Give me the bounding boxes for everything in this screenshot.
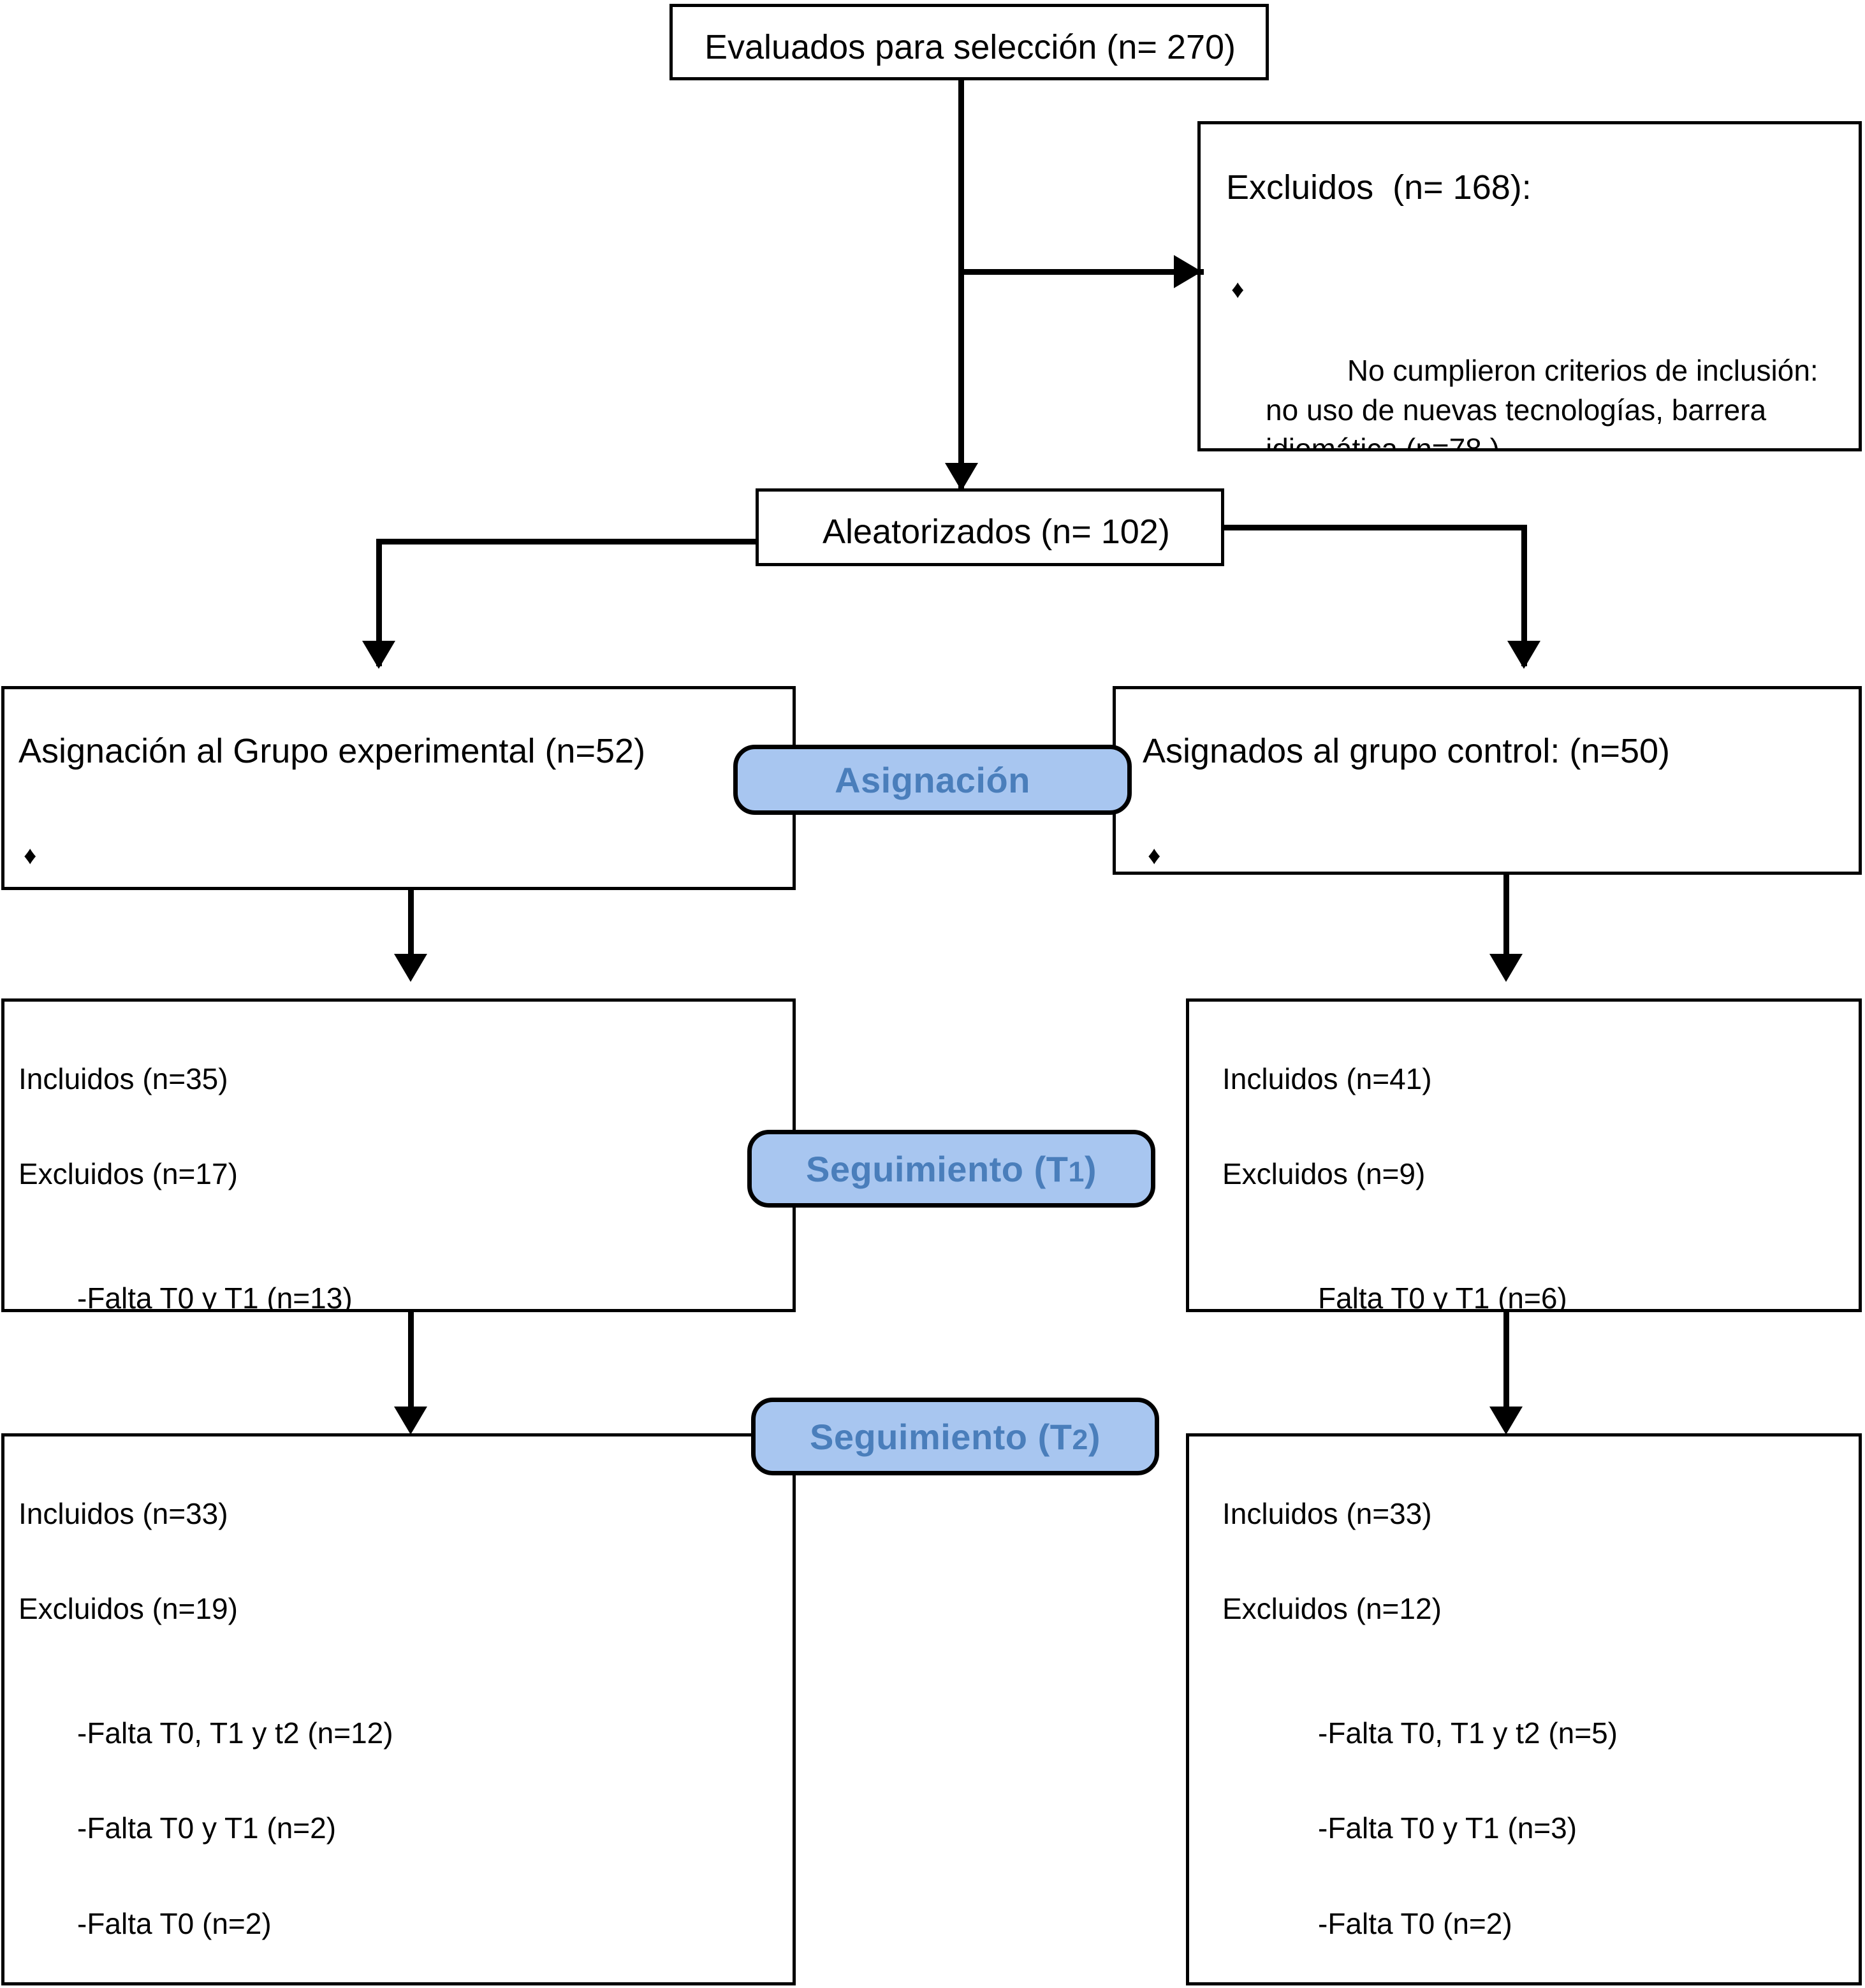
node-excluded-title: Excluidos (n= 168):	[1226, 168, 1532, 207]
stage-badge-followup-t2-label: Seguimiento (T2)	[810, 1416, 1101, 1458]
list-item: ♦ No cumplieron criterios de inclusión: …	[1226, 273, 1841, 451]
node-t1-control-box: Incluidos (n=41) Excluidos (n=9) Falta T…	[1186, 998, 1862, 1312]
node-enrollment-label: Evaluados para selección (n= 270)	[705, 28, 1236, 66]
arrowhead-experimental-allocation-to-t1	[394, 954, 427, 982]
stage-badge-t2-tail: )	[1088, 1416, 1101, 1457]
stage-badge-followup-t2: Seguimiento (T2)	[751, 1398, 1159, 1475]
arrowhead-control-allocation-to-t1	[1489, 954, 1523, 982]
node-randomized-label: Aleatorizados (n= 102)	[823, 513, 1170, 551]
arrowhead-randomized-to-experimental	[362, 641, 395, 669]
node-t2-experimental-excluded: Excluidos (n=19)	[18, 1591, 238, 1625]
node-allocation-control-box: Asignados al grupo control: (n=50) ♦ Rec…	[1113, 686, 1862, 875]
connector-randomized-right-drop	[1521, 525, 1527, 666]
arrowhead-randomized-to-control	[1507, 641, 1540, 669]
stage-badge-t2-sub: 2	[1072, 1423, 1088, 1456]
node-randomized-box: Aleatorizados (n= 102)	[756, 488, 1224, 566]
list-item: -Falta T0 (n=2)	[77, 1906, 272, 1940]
connector-randomized-split-left	[376, 539, 759, 545]
connector-experimental-allocation-to-t1	[408, 890, 414, 967]
t1-experimental-reason-list: -Falta T0 y T1 (n=13) -Falta T1 (n=4)	[77, 1253, 784, 1312]
arrowhead-enrollment-to-excluded	[1174, 255, 1202, 288]
list-item: -Falta T0 y T1 (n=13)	[77, 1281, 353, 1312]
node-enrollment-box: Evaluados para selección (n= 270)	[669, 4, 1269, 80]
connector-randomized-split-right	[1221, 525, 1527, 530]
stage-badge-t2-main: Seguimiento (T	[809, 1416, 1072, 1457]
node-t1-experimental-box: Incluidos (n=35) Excluidos (n=17) -Falta…	[1, 998, 796, 1312]
stage-badge-t1-tail: )	[1084, 1148, 1097, 1189]
arrowhead-enrollment-to-randomized	[945, 463, 978, 491]
node-t2-control-box: Incluidos (n=33) Excluidos (n=12) -Falta…	[1186, 1433, 1862, 1985]
node-excluded-box: Excluidos (n= 168): ♦ No cumplieron crit…	[1197, 121, 1862, 451]
bullet-diamond-icon: ♦	[24, 841, 37, 870]
t2-control-reason-list: -Falta T0, T1 y t2 (n=5) -Falta T0 y T1 …	[1318, 1688, 1854, 1982]
t2-experimental-reason-list: -Falta T0, T1 y t2 (n=12) -Falta T0 y T1…	[77, 1688, 784, 1982]
node-t1-experimental-included: Incluidos (n=35)	[18, 1062, 228, 1095]
connector-enrollment-to-excluded	[958, 269, 1204, 275]
allocation-control-list: ♦ Recibieron intervención (n=49) ♦ No re…	[1143, 812, 1850, 872]
connector-enrollment-to-randomized	[958, 80, 964, 488]
list-item-label: No cumplieron criterios de inclusión: no…	[1266, 354, 1827, 451]
stage-badge-allocation: Asignación	[733, 745, 1132, 815]
node-t2-control-excluded: Excluidos (n=12)	[1222, 1591, 1442, 1625]
list-item: -Falta T0, T1 y t2 (n=5)	[1318, 1716, 1618, 1750]
node-allocation-control-title: Asignados al grupo control: (n=50)	[1143, 731, 1671, 770]
connector-control-allocation-to-t1	[1503, 875, 1509, 967]
node-t2-control-included: Incluidos (n=33)	[1222, 1496, 1432, 1530]
node-t2-experimental-box: Incluidos (n=33) Excluidos (n=19) -Falta…	[1, 1433, 796, 1985]
bullet-diamond-icon: ♦	[1148, 841, 1161, 870]
list-item: -Falta T0 (n=2)	[1318, 1906, 1512, 1940]
node-allocation-experimental-box: Asignación al Grupo experimental (n=52) …	[1, 686, 796, 890]
node-allocation-experimental-title: Asignación al Grupo experimental (n=52)	[18, 731, 646, 770]
stage-badge-t1-sub: 1	[1068, 1155, 1085, 1188]
allocation-experimental-list: ♦ Recibieron intervención (n=48) ♦ No re…	[18, 812, 784, 887]
list-item: -Falta T0 y T1 (n=3)	[1318, 1811, 1577, 1845]
connector-randomized-left-drop	[376, 539, 382, 666]
list-item: Falta T0 y T1 (n=6)	[1318, 1281, 1567, 1312]
stage-badge-t1-main: Seguimiento (T	[805, 1148, 1069, 1189]
stage-badge-followup-t1-label: Seguimiento (T1)	[806, 1148, 1097, 1190]
list-item: ♦ Recibieron intervención (n=48)	[18, 839, 784, 887]
connector-control-t1-to-t2	[1503, 1312, 1509, 1419]
node-t1-control-excluded: Excluidos (n=9)	[1222, 1157, 1426, 1190]
node-t2-experimental-included: Incluidos (n=33)	[18, 1496, 228, 1530]
stage-badge-allocation-label: Asignación	[835, 759, 1030, 800]
arrowhead-experimental-t1-to-t2	[394, 1407, 427, 1435]
list-item: ♦ Recibieron intervención (n=49)	[1143, 839, 1850, 872]
list-item: -Falta T0, T1 y t2 (n=12)	[77, 1716, 393, 1750]
bullet-diamond-icon: ♦	[1231, 275, 1245, 303]
stage-badge-followup-t1: Seguimiento (T1)	[747, 1130, 1155, 1208]
arrowhead-control-t1-to-t2	[1489, 1407, 1523, 1435]
t1-control-reason-list: Falta T0 y T1 (n=6) Falta T1 (n=3)	[1318, 1253, 1854, 1312]
list-item: -Falta T0 y T1 (n=2)	[77, 1811, 337, 1845]
excluded-reason-list: ♦ No cumplieron criterios de inclusión: …	[1226, 246, 1841, 451]
node-t1-experimental-excluded: Excluidos (n=17)	[18, 1157, 238, 1190]
connector-experimental-t1-to-t2	[408, 1312, 414, 1419]
node-t1-control-included: Incluidos (n=41)	[1222, 1062, 1432, 1095]
